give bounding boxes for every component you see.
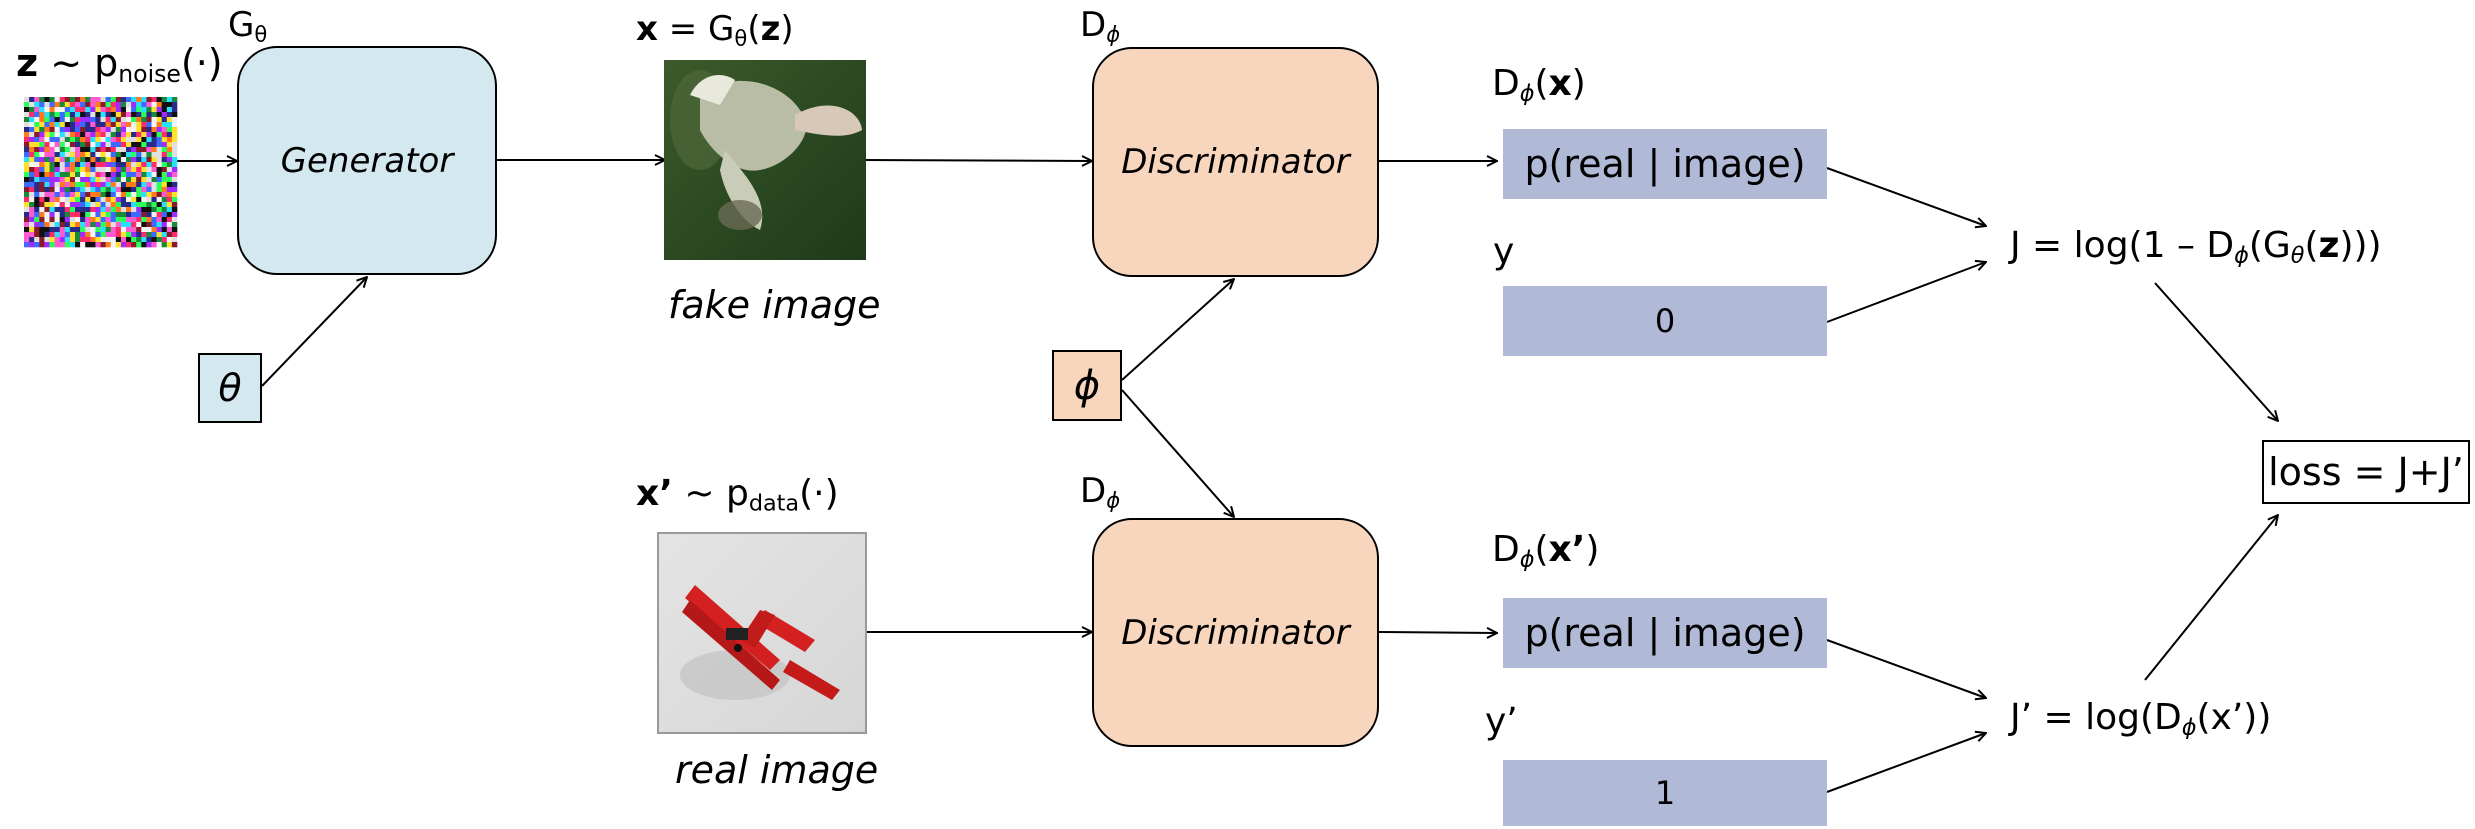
- real-eq-var: x’: [636, 473, 673, 514]
- phi-symbol: ϕ: [1073, 362, 1101, 409]
- Jprime-sub: ϕ: [2181, 714, 2197, 741]
- generator-title-sub: θ: [254, 21, 268, 47]
- loss-box: loss = J+J’: [2262, 440, 2470, 504]
- discriminator-top-label: Discriminator: [1121, 142, 1350, 182]
- out-top-arg: x: [1548, 63, 1572, 104]
- noise-end: (·): [180, 41, 223, 85]
- noise-image: [24, 97, 178, 248]
- J-sub2: θ: [2290, 242, 2305, 269]
- disc-bottom-title-sub: ϕ: [1106, 487, 1121, 513]
- real-equation: x’ ~ pdata(·): [636, 476, 839, 515]
- theta-symbol: θ: [218, 366, 242, 410]
- out-bottom-arg: x’: [1548, 529, 1586, 570]
- arrow-discriminator-bottom-to-output: [1378, 632, 1497, 633]
- fake-caption: fake image: [668, 283, 881, 327]
- Jprime-equation: J’ = log(Dϕ(x’)): [2010, 700, 2271, 739]
- real-eq-end: (·): [799, 473, 839, 514]
- disc-top-title-sub: ϕ: [1106, 21, 1121, 47]
- theta-param: θ: [198, 353, 262, 423]
- J-equation: J = log(1 – Dϕ(Gθ(z))): [2010, 228, 2382, 267]
- yprime-box-value: 1: [1654, 774, 1676, 812]
- out-top-open: (: [1534, 63, 1549, 104]
- discriminator-bottom-block: Discriminator: [1092, 518, 1379, 747]
- J-close: ))): [2339, 225, 2382, 266]
- discriminator-top-title: Dϕ: [1080, 8, 1120, 44]
- arrow-fake-to-discriminator: [865, 160, 1092, 161]
- discriminator-bottom-label: Discriminator: [1121, 612, 1350, 653]
- disc-bottom-title-main: D: [1080, 471, 1107, 511]
- J-open: (: [2304, 225, 2319, 266]
- fake-image: [664, 60, 866, 260]
- noise-dist: ~ p: [38, 41, 119, 85]
- generator-block: Generator: [237, 46, 497, 275]
- generator-label: Generator: [280, 140, 454, 181]
- fake-eq-close: ): [780, 9, 794, 49]
- output-top-text: p(real | image): [1524, 142, 1806, 186]
- arrow-yprime-to-Jprime: [1826, 733, 1986, 793]
- noise-label: z ~ pnoise(·): [16, 44, 223, 86]
- fake-eq-mid: = G: [657, 9, 735, 49]
- Jprime-pre: J’ = log(D: [2010, 697, 2182, 738]
- output-bottom-title: Dϕ(x’): [1492, 532, 1599, 571]
- noise-var: z: [16, 41, 39, 85]
- output-bottom-box: p(real | image): [1503, 598, 1827, 668]
- fake-eq-var: x: [636, 9, 658, 49]
- yprime-label: y’: [1485, 701, 1518, 742]
- arrow-y-to-J: [1826, 262, 1986, 323]
- out-bottom-close: ): [1585, 529, 1600, 570]
- J-arg: z: [2318, 225, 2340, 266]
- arrow-phi-to-discriminator-bottom: [1121, 389, 1234, 517]
- out-bottom-main: D: [1492, 529, 1520, 570]
- arrow-Jprime-to-loss: [2144, 515, 2278, 681]
- real-eq-sub: data: [748, 490, 800, 517]
- output-top-box: p(real | image): [1503, 129, 1827, 199]
- J-pre: J = log(1 – D: [2010, 225, 2235, 266]
- real-image: [657, 532, 867, 734]
- discriminator-top-block: Discriminator: [1092, 47, 1379, 277]
- disc-top-title-main: D: [1080, 5, 1107, 45]
- fake-eq-sub: θ: [734, 25, 748, 51]
- real-caption: real image: [675, 748, 879, 792]
- arrow-output-top-to-J: [1826, 167, 1986, 226]
- out-top-sub: ϕ: [1519, 80, 1535, 107]
- discriminator-bottom-title: Dϕ: [1080, 474, 1120, 510]
- arrow-J-to-loss: [2154, 282, 2278, 421]
- fake-eq-arg: z: [760, 9, 781, 49]
- arrow-phi-to-discriminator-top: [1121, 279, 1234, 381]
- real-eq-rest: ~ p: [672, 473, 749, 514]
- loss-text: loss = J+J’: [2268, 450, 2464, 494]
- J-sub1: ϕ: [2234, 242, 2249, 269]
- generator-title: Gθ: [228, 5, 268, 47]
- phi-param: ϕ: [1052, 350, 1122, 421]
- fake-equation: x = Gθ(z): [636, 12, 794, 48]
- arrow-output-bottom-to-Jprime: [1826, 639, 1986, 698]
- noise-sub: noise: [118, 59, 181, 88]
- yprime-box: 1: [1503, 760, 1827, 826]
- out-bottom-sub: ϕ: [1519, 546, 1535, 573]
- arrow-theta-to-generator: [261, 277, 367, 387]
- output-top-title: Dϕ(x): [1492, 66, 1586, 105]
- y-box-value: 0: [1654, 302, 1676, 340]
- y-box: 0: [1503, 286, 1827, 356]
- out-bottom-open: (: [1534, 529, 1549, 570]
- out-top-main: D: [1492, 63, 1520, 104]
- output-bottom-text: p(real | image): [1524, 611, 1806, 655]
- y-label: y: [1493, 231, 1515, 272]
- fake-eq-open: (: [747, 9, 761, 49]
- Jprime-post: (x’)): [2196, 697, 2272, 738]
- out-top-close: ): [1571, 63, 1586, 104]
- J-mid: (G: [2248, 225, 2291, 266]
